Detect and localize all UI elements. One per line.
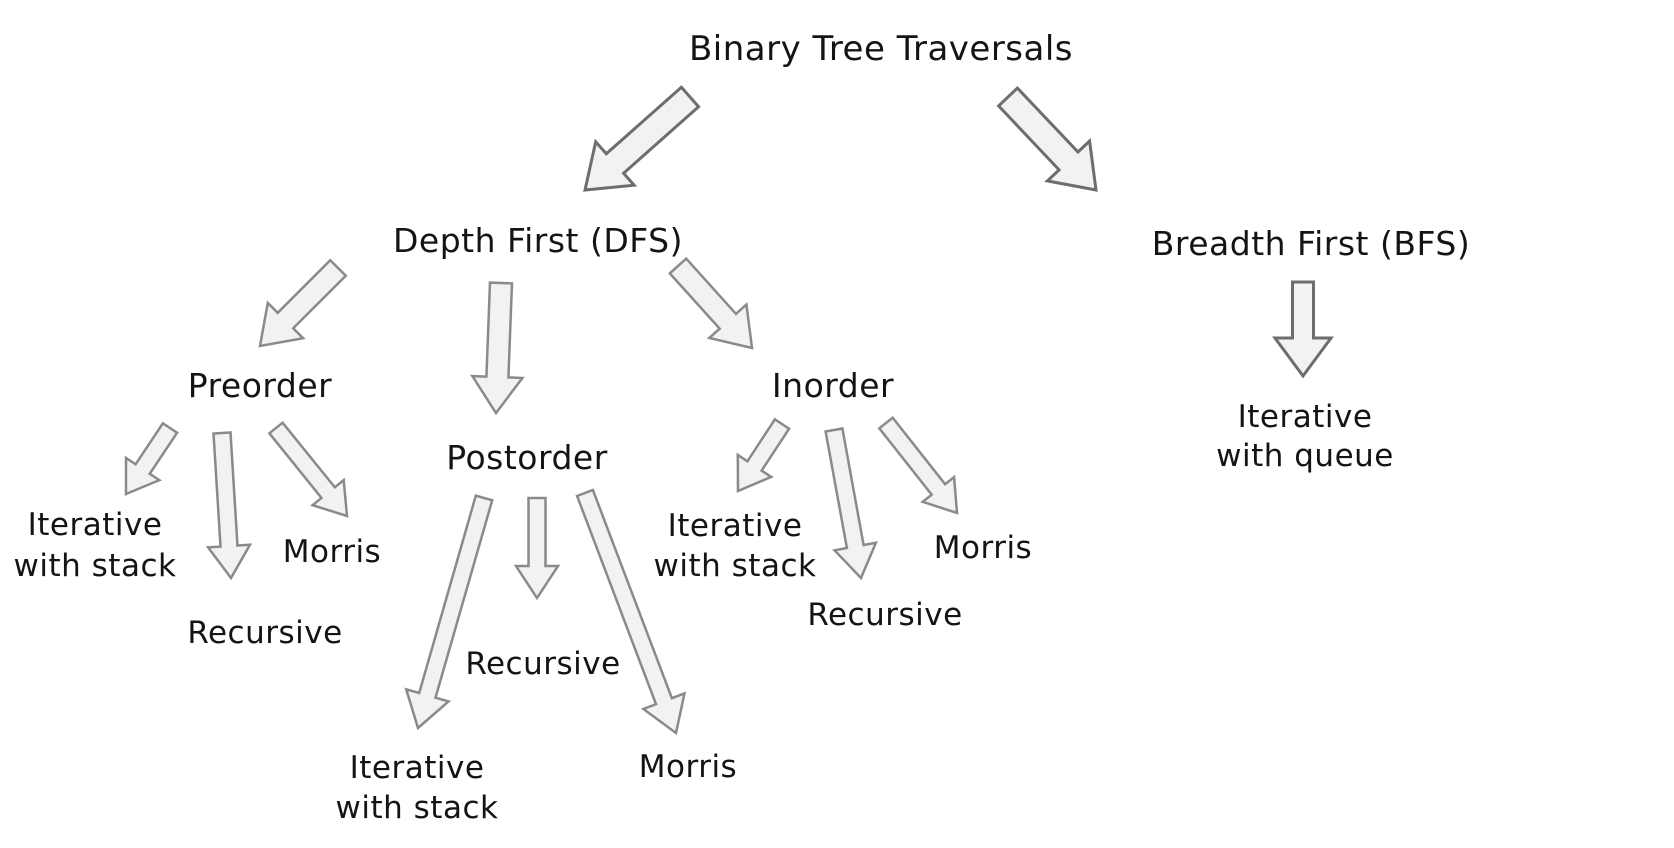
node-bfs-iterative-line2: with queue <box>1216 438 1394 474</box>
node-preorder-iterative-line2: with stack <box>14 548 177 584</box>
node-inorder-label: Inorder <box>772 366 894 405</box>
node-preorder-label: Preorder <box>188 366 332 405</box>
arrow-inorder-to-recursive <box>824 427 878 581</box>
arrow-dfs-to-postorder <box>470 281 525 416</box>
arrow-preorder-to-iterative <box>124 421 179 496</box>
arrow-preorder-to-morris <box>267 420 349 518</box>
arrow-preorder-to-recursive <box>205 431 253 581</box>
arrow-dfs-to-preorder <box>258 258 348 348</box>
node-dfs-label: Depth First (DFS) <box>393 221 683 260</box>
arrow-root-to-dfs <box>583 85 701 192</box>
node-postorder-recursive-label: Recursive <box>465 646 620 682</box>
arrow-bfs-to-iterative <box>1272 280 1334 379</box>
arrow-postorder-to-recursive <box>513 496 561 601</box>
node-bfs-iterative-line1: Iterative <box>1238 399 1373 435</box>
arrow-root-to-bfs <box>996 85 1098 192</box>
arrow-postorder-to-iterative <box>404 494 494 731</box>
node-preorder-recursive-label: Recursive <box>187 615 342 651</box>
arrow-dfs-to-inorder <box>668 256 754 350</box>
node-postorder-label: Postorder <box>446 438 608 477</box>
node-inorder-morris-label: Morris <box>934 530 1032 566</box>
arrow-inorder-to-iterative <box>736 417 791 493</box>
node-inorder-iterative-line1: Iterative <box>668 508 803 544</box>
node-inorder-recursive-label: Recursive <box>807 597 962 633</box>
node-preorder-morris-label: Morris <box>283 534 381 570</box>
node-root-label: Binary Tree Traversals <box>689 29 1073 69</box>
node-postorder-morris-label: Morris <box>639 749 737 785</box>
node-postorder-iterative-line1: Iterative <box>350 750 485 786</box>
node-postorder-iterative-line2: with stack <box>336 790 499 826</box>
arrow-postorder-to-morris <box>575 488 687 736</box>
node-inorder-iterative-line2: with stack <box>654 548 817 584</box>
arrow-inorder-to-morris <box>877 415 959 515</box>
node-bfs-label: Breadth First (BFS) <box>1152 224 1470 263</box>
node-preorder-iterative-line1: Iterative <box>28 507 163 543</box>
